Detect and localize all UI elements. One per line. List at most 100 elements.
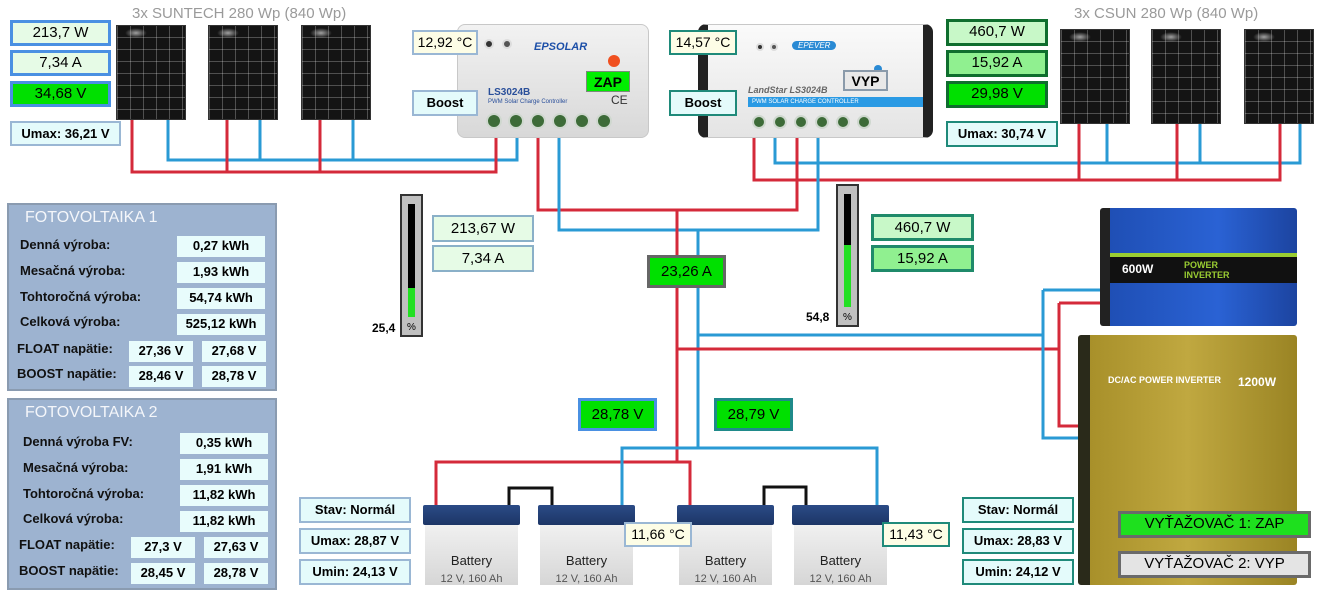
inverter-600w: 600W POWER INVERTER bbox=[1100, 208, 1297, 326]
boost-value: 28,46 V bbox=[129, 366, 193, 387]
panel-title: FOTOVOLTAIKA 2 bbox=[25, 404, 158, 421]
led-icon bbox=[502, 39, 512, 49]
stat-value: 54,74 kWh bbox=[177, 288, 265, 309]
controller2-temperature: 14,57 °C bbox=[669, 30, 737, 55]
stat-value: 0,35 kWh bbox=[180, 433, 268, 454]
controller1-load-state: ZAP bbox=[586, 71, 630, 92]
battery: Battery 12 V, 160 Ah bbox=[538, 505, 635, 585]
battery-bank2-negative bbox=[698, 446, 879, 505]
stat-label: Celková výroba: bbox=[23, 511, 124, 526]
inverter1-negative bbox=[1041, 290, 1080, 440]
solar-panel bbox=[1060, 29, 1130, 124]
controller1-gauge-value: 25,4 bbox=[372, 321, 396, 335]
controller1-output-current: 7,34 A bbox=[432, 245, 534, 272]
terminal-icon bbox=[836, 115, 850, 129]
controller2-mode: Boost bbox=[669, 90, 737, 116]
pv1-positive-wire bbox=[130, 118, 498, 174]
charge-controller-2: EPEVER LandStar LS3024B PWM SOLAR CHARGE… bbox=[698, 24, 933, 138]
stat-label: Denná výroba FV: bbox=[23, 434, 133, 449]
inverter-name: POWER INVERTER bbox=[1184, 260, 1230, 280]
battery-bank2-positive bbox=[677, 460, 692, 505]
boost-label: BOOST napätie: bbox=[19, 563, 119, 578]
model-label: LandStar LS3024B bbox=[748, 85, 828, 95]
brand-logo: EPSOLAR bbox=[534, 41, 588, 53]
solar-panel bbox=[116, 25, 186, 120]
terminal-icon bbox=[815, 115, 829, 129]
stat-label: Celková výroba: bbox=[20, 314, 121, 329]
float-value: 27,63 V bbox=[204, 537, 268, 558]
gauge-fill bbox=[408, 288, 415, 317]
terminal-icon bbox=[794, 115, 808, 129]
float-value: 27,3 V bbox=[131, 537, 195, 558]
bank2-state: Stav: Normál bbox=[962, 497, 1074, 523]
pv2-title: 3x CSUN 280 Wp (840 Wp) bbox=[1074, 5, 1259, 22]
pv1-current-value: 7,34 A bbox=[10, 50, 111, 76]
inverter-name: DC/AC POWER INVERTER bbox=[1108, 375, 1222, 385]
battery-name: Battery bbox=[819, 553, 862, 568]
float-value: 27,68 V bbox=[202, 341, 266, 362]
terminal-icon bbox=[752, 115, 766, 129]
controller2-output-power: 460,7 W bbox=[871, 214, 974, 241]
battery-spec: 12 V, 160 Ah bbox=[440, 573, 503, 585]
status-led-icon bbox=[874, 65, 882, 73]
bank2-temperature: 11,43 °C bbox=[882, 522, 950, 547]
battery: Battery 12 V, 160 Ah bbox=[677, 505, 774, 585]
boost-value: 28,78 V bbox=[204, 563, 268, 584]
battery-spec: 12 V, 160 Ah bbox=[694, 573, 757, 585]
solar-panel bbox=[1151, 29, 1221, 124]
stat-label: Mesačná výroba: bbox=[23, 460, 129, 475]
inverter-rating: 600W bbox=[1122, 262, 1154, 276]
pv2-umax: Umax: 30,74 V bbox=[946, 121, 1058, 147]
controller2-load-state: VYP bbox=[843, 70, 888, 91]
pv2-voltage-value: 29,98 V bbox=[946, 81, 1048, 108]
pv1-title: 3x SUNTECH 280 Wp (840 Wp) bbox=[132, 5, 347, 22]
stat-label: Mesačná výroba: bbox=[20, 263, 126, 278]
inverter-rating: 1200W bbox=[1238, 375, 1277, 389]
float-value: 27,36 V bbox=[129, 341, 193, 362]
bank1-umax: Umax: 28,87 V bbox=[299, 528, 411, 554]
gauge-unit: % bbox=[843, 312, 852, 323]
gauge-fill bbox=[844, 245, 851, 307]
bank2-umax: Umax: 28,83 V bbox=[962, 528, 1074, 554]
stat-label: Tohtoročná výroba: bbox=[23, 486, 145, 501]
battery-spec: 12 V, 160 Ah bbox=[555, 573, 618, 585]
terminal-icon bbox=[857, 115, 871, 129]
pv1-voltage-value: 34,68 V bbox=[10, 81, 111, 107]
model-subtitle: PWM SOLAR CHARGE CONTROLLER bbox=[748, 97, 923, 107]
float-label: FLOAT napätie: bbox=[19, 537, 115, 552]
boost-value: 28,45 V bbox=[131, 563, 195, 584]
inverter-positive bbox=[1057, 303, 1080, 428]
terminal-icon bbox=[773, 115, 787, 129]
pv2-current-value: 15,92 A bbox=[946, 50, 1048, 77]
panel-title: FOTOVOLTAIKA 1 bbox=[25, 209, 158, 226]
terminal-icon bbox=[574, 113, 590, 129]
terminal-icon bbox=[596, 113, 612, 129]
led-icon bbox=[770, 43, 778, 51]
brand-logo: EPEVER bbox=[792, 41, 837, 50]
bus-voltage-bank2: 28,79 V bbox=[714, 398, 793, 431]
controller1-output-power: 213,67 W bbox=[432, 215, 534, 242]
fotovoltaika-1-panel: FOTOVOLTAIKA 1 Denná výroba: 0,27 kWh Me… bbox=[7, 203, 277, 391]
float-label: FLOAT napätie: bbox=[17, 341, 113, 356]
stat-value: 1,93 kWh bbox=[177, 262, 265, 283]
bank2-umin: Umin: 24,12 V bbox=[962, 559, 1074, 585]
bank1-umin: Umin: 24,13 V bbox=[299, 559, 411, 585]
battery-bank1-negative bbox=[620, 446, 698, 505]
status-led-icon bbox=[608, 55, 620, 67]
solar-panel bbox=[301, 25, 371, 120]
battery-name: Battery bbox=[704, 553, 747, 568]
controller2-gauge-value: 54,8 bbox=[806, 310, 830, 324]
stat-label: Denná výroba: bbox=[20, 237, 111, 252]
ctrl2-battery-negative bbox=[698, 136, 820, 232]
terminal-icon bbox=[486, 113, 502, 129]
stat-value: 525,12 kWh bbox=[177, 314, 265, 335]
controller1-gauge: % bbox=[400, 194, 423, 337]
gauge-unit: % bbox=[407, 322, 416, 333]
bank1-temperature: 11,66 °C bbox=[624, 522, 692, 547]
battery-name: Battery bbox=[565, 553, 608, 568]
fotovoltaika-2-panel: FOTOVOLTAIKA 2 Denná výroba FV: 0,35 kWh… bbox=[7, 398, 277, 590]
led-icon bbox=[756, 43, 764, 51]
terminal-icon bbox=[508, 113, 524, 129]
